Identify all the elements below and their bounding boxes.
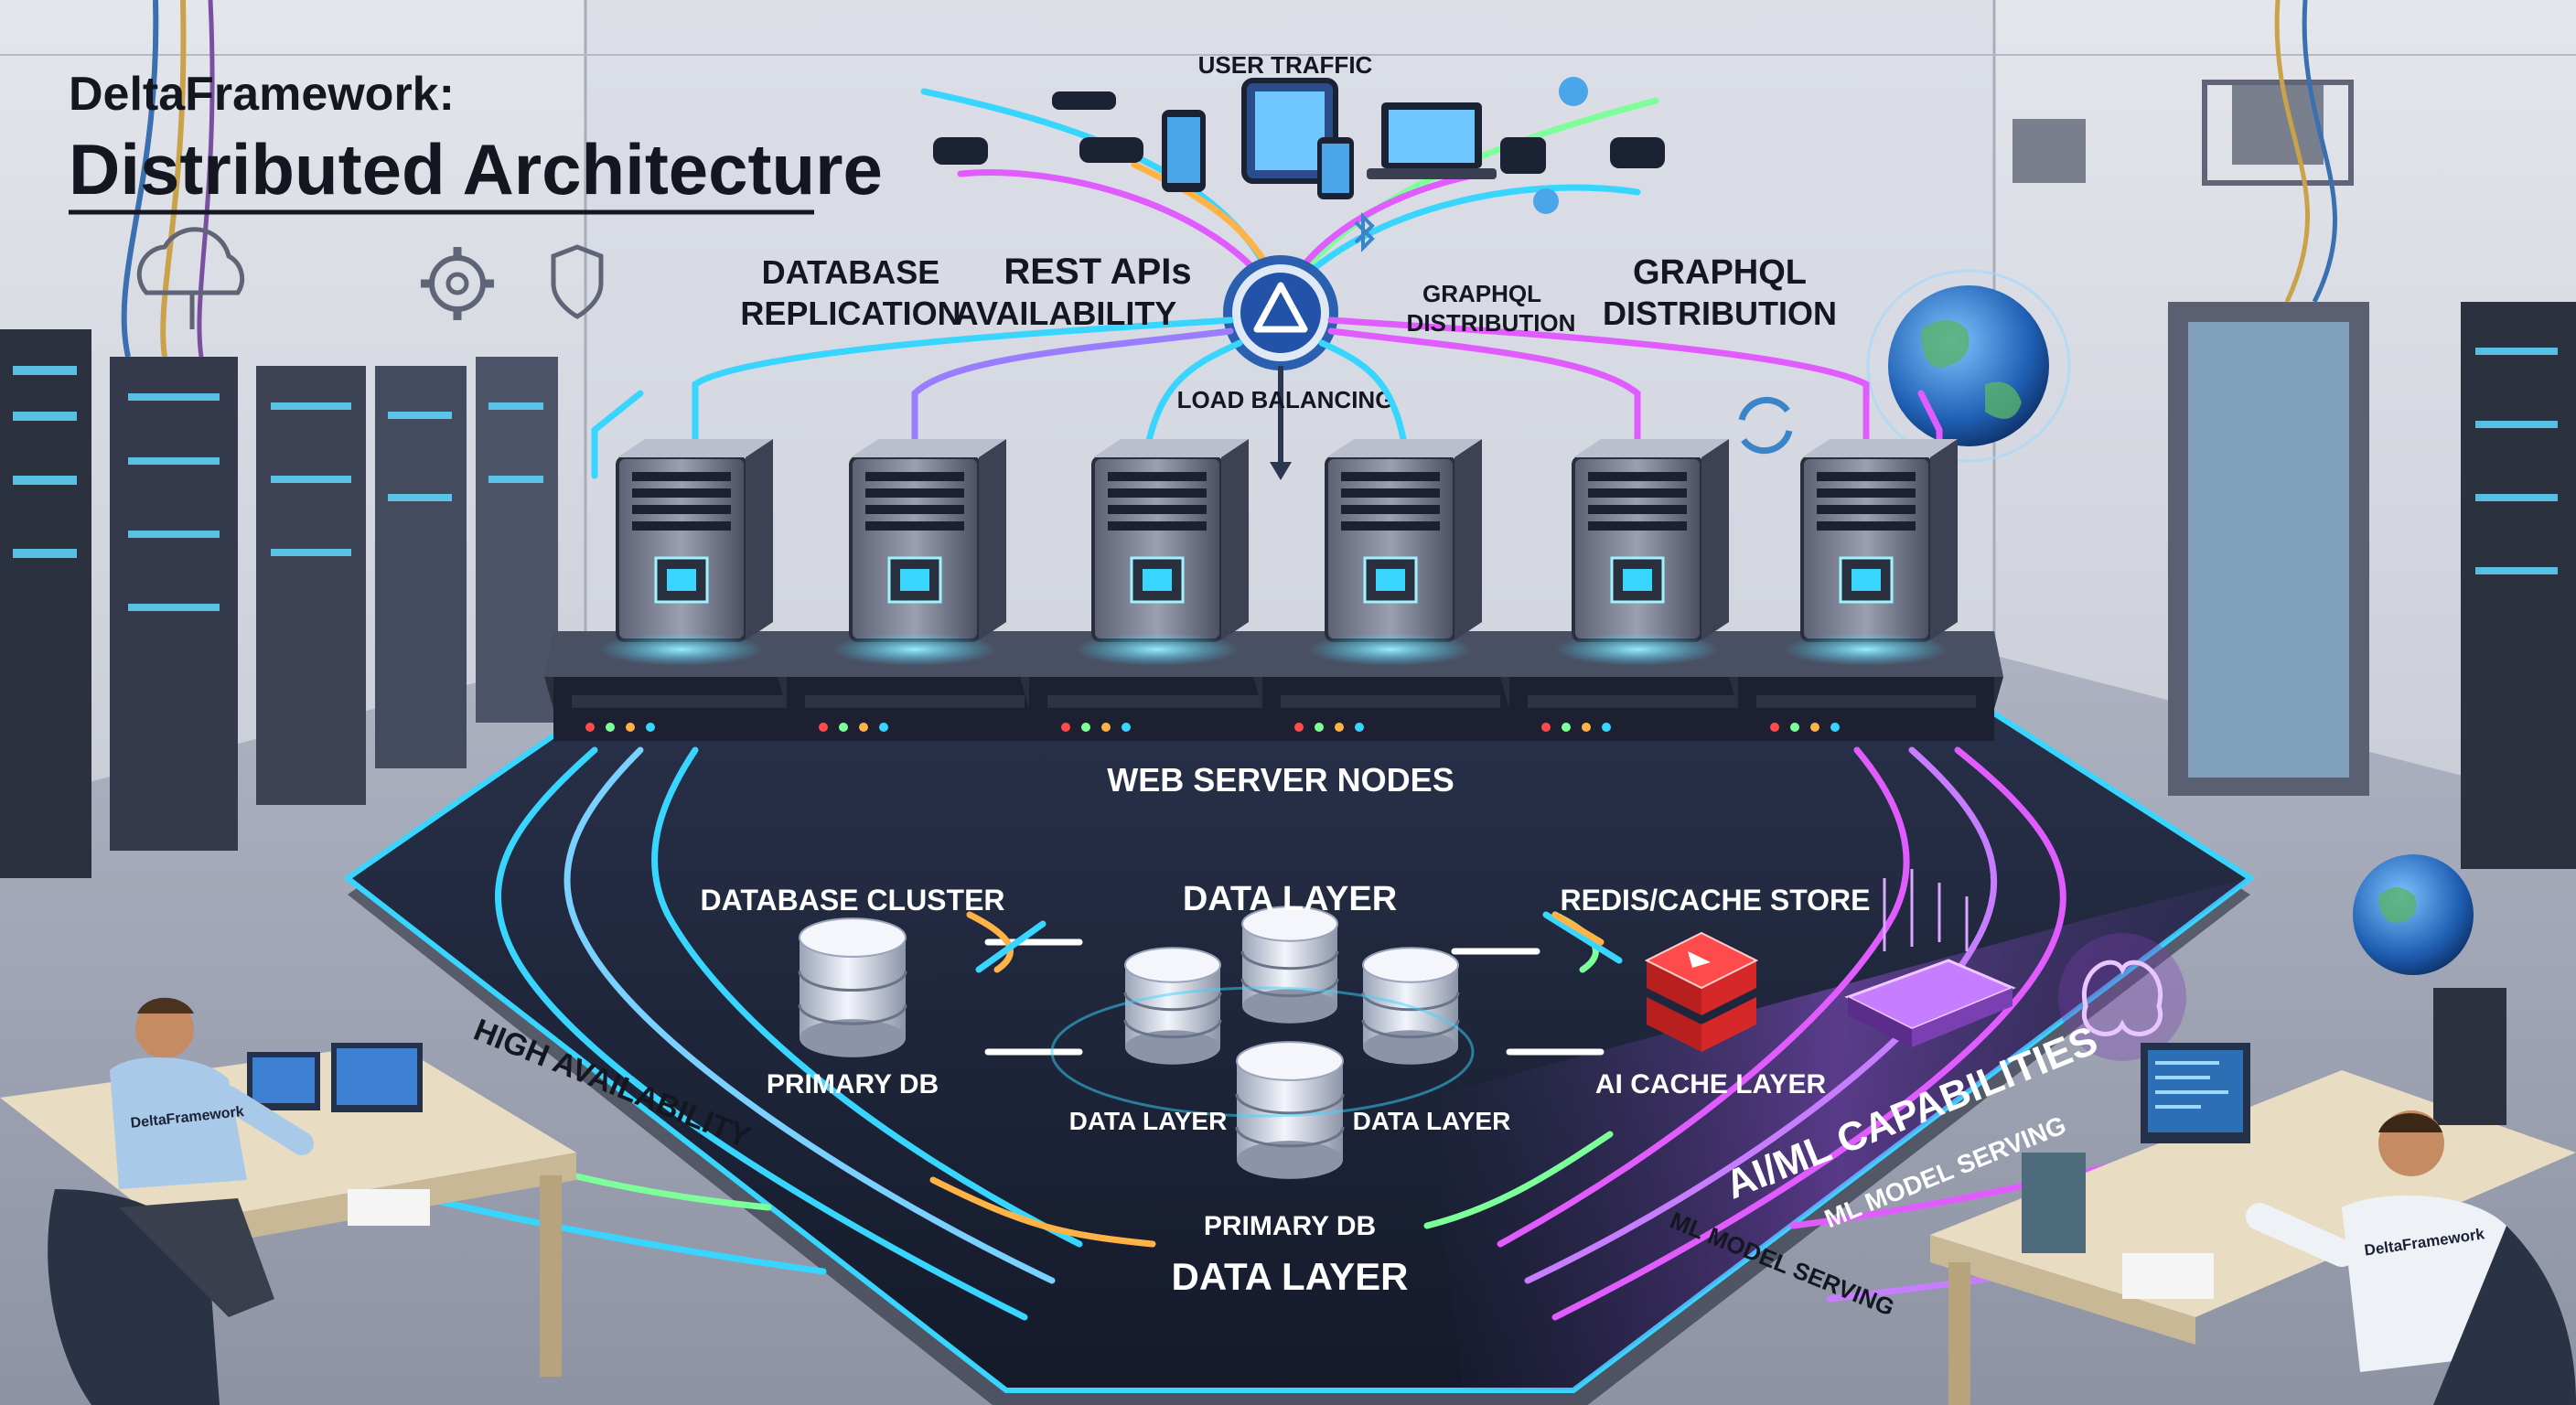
server-node [544, 439, 819, 741]
sync-icon [1738, 396, 1793, 455]
user-traffic-label: USER TRAFFIC [1198, 51, 1373, 79]
db-replication-label-2: REPLICATION [740, 295, 961, 332]
globe-small-icon [2353, 854, 2474, 975]
load-balancing-label: LOAD BALANCING [1177, 386, 1394, 413]
database-cylinder [1123, 947, 1222, 1065]
web-server-nodes-label: WEB SERVER NODES [1107, 761, 1454, 799]
shield-icon [551, 244, 604, 319]
database-cluster-label: DATABASE CLUSTER [700, 884, 1004, 917]
ai-chip [1844, 869, 2016, 1047]
database-cylinder [1240, 906, 1339, 1024]
data-layer-left-label: DATA LAYER [1069, 1107, 1228, 1135]
database-cluster [798, 917, 907, 1057]
data-layer-right-label: DATA LAYER [1353, 1107, 1511, 1135]
server-node [1500, 439, 1775, 741]
redis-cache [1644, 931, 1759, 1052]
right-workstation: DeltaFramework [1930, 988, 2576, 1405]
load-balancer [1223, 255, 1338, 480]
bluetooth-icon [1354, 212, 1375, 252]
server-node [1020, 439, 1294, 741]
title-line-2: Distributed Architecture [69, 129, 883, 209]
data-layer-bottom-label: DATA LAYER [1171, 1255, 1408, 1298]
graphql-small-label-1: GRAPHQL [1422, 280, 1541, 307]
database-cylinder [1235, 1041, 1345, 1179]
platform-flows [307, 746, 2309, 1321]
server-node [1253, 439, 1528, 741]
graphql-big-label-2: DISTRIBUTION [1603, 295, 1837, 332]
db-replication-label-1: DATABASE [762, 253, 940, 291]
brain-icon [2058, 933, 2186, 1061]
primary-db-left-label: PRIMARY DB [767, 1069, 939, 1099]
cloud-icon [136, 227, 245, 329]
web-server-nodes [544, 439, 2003, 741]
server-node [1729, 439, 2003, 741]
rest-apis-label: REST APIs [1004, 252, 1191, 292]
availability-label: AVAILABILITY [955, 295, 1177, 332]
central-db-group [1050, 906, 1475, 1179]
graphql-small-label-2: DISTRIBUTION [1407, 309, 1576, 337]
title-block: DeltaFramework: Distributed Architecture [69, 68, 883, 215]
primary-db-bottom-label: PRIMARY DB [1204, 1211, 1376, 1241]
data-layer-top-label: DATA LAYER [1183, 880, 1397, 918]
database-cylinder [798, 917, 907, 1057]
graphql-big-label-1: GRAPHQL [1633, 253, 1807, 292]
left-workstation: DeltaFramework [0, 997, 576, 1405]
title-line-1: DeltaFramework: [69, 68, 455, 121]
delta-logo-icon [1253, 282, 1308, 333]
redis-cache-label: REDIS/CACHE STORE [1560, 884, 1870, 917]
ai-cache-label: AI CACHE LAYER [1595, 1069, 1827, 1099]
right-room-fixtures [2012, 0, 2576, 869]
globe-icon [1866, 269, 2071, 463]
left-server-racks [0, 0, 558, 878]
server-node [778, 439, 1052, 741]
gear-icon [421, 247, 494, 320]
